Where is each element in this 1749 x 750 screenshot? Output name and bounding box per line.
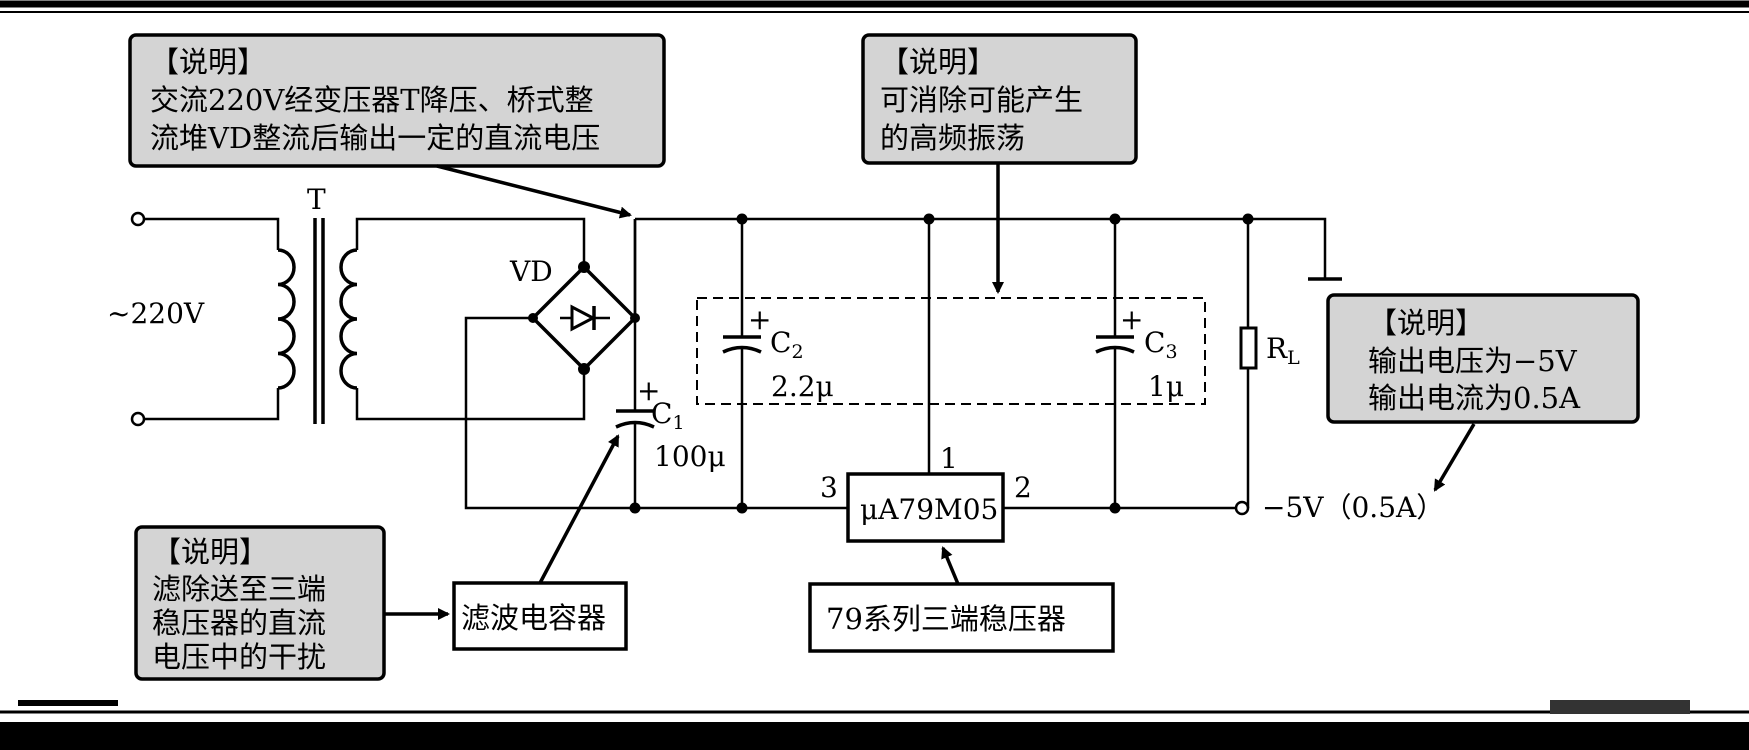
annotation-arrows xyxy=(384,163,1476,620)
arrow-filter-capacitor xyxy=(538,434,620,584)
regulator-ic: μA79M05 1 2 3 xyxy=(820,219,1032,543)
c1-plus: + xyxy=(637,374,660,407)
resistor-rl: RL xyxy=(1239,219,1300,508)
regulator-series-box: 79系列三端稳压器 xyxy=(808,582,1115,653)
transformer-label: T xyxy=(307,183,326,216)
bridge-label: VD xyxy=(509,255,553,288)
note-hf-line-1: 可消除可能产生 xyxy=(880,83,1083,117)
bridge-rectifier: VD xyxy=(509,255,640,375)
pin-2-label: 2 xyxy=(1014,471,1032,504)
secondary-coil xyxy=(339,248,358,390)
primary-coil xyxy=(277,248,296,390)
input-voltage-label: ~220V xyxy=(107,297,205,330)
capacitor-c3: + C3 1μ xyxy=(1095,219,1184,508)
arrow-output-note xyxy=(1433,423,1476,492)
hf-dashed-region xyxy=(696,297,1206,405)
note-filter-line-1: 滤除送至三端 xyxy=(152,572,326,606)
filter-capacitor-box: 滤波电容器 xyxy=(452,581,628,651)
note-output-title: 【说明】 xyxy=(1368,306,1484,340)
c3-name: C3 xyxy=(1144,326,1178,363)
regulator-label: μA79M05 xyxy=(860,493,998,526)
output-label: −5V（0.5A） xyxy=(1262,491,1444,524)
note-high-frequency: 【说明】 可消除可能产生 的高频振荡 xyxy=(861,33,1138,165)
output-terminal xyxy=(1234,500,1250,516)
note-hf-line-2: 的高频振荡 xyxy=(880,121,1025,155)
note-hf-title: 【说明】 xyxy=(880,45,996,79)
c1-name: C1 xyxy=(651,397,685,434)
note-output: 【说明】 输出电压为−5V 输出电流为0.5A xyxy=(1326,293,1640,424)
c2-plus: + xyxy=(748,303,771,336)
capacitor-c1: + C1 100μ xyxy=(615,219,726,508)
note-filter-title: 【说明】 xyxy=(152,535,268,569)
note-transformer-line-1: 交流220V经变压器T降压、桥式整 xyxy=(150,83,594,117)
note-output-line-2: 输出电流为0.5A xyxy=(1368,381,1581,415)
c1-value: 100μ xyxy=(654,440,726,473)
note-output-line-1: 输出电压为−5V xyxy=(1368,344,1578,378)
input-section: ~220V T xyxy=(107,183,586,427)
note-transformer-title: 【说明】 xyxy=(150,45,266,79)
arrow-regulator-series xyxy=(941,546,960,585)
arrow-transformer-note xyxy=(436,164,632,219)
c2-value: 2.2μ xyxy=(771,370,834,403)
capacitor-c2: + C2 2.2μ xyxy=(722,219,834,508)
input-terminal-top xyxy=(130,211,146,227)
note-filter-line-2: 稳压器的直流 xyxy=(152,606,326,640)
pin-3-label: 3 xyxy=(820,471,838,504)
note-filter-line-3: 电压中的干扰 xyxy=(152,640,326,674)
c3-plus: + xyxy=(1120,303,1143,336)
note-transformer: 【说明】 交流220V经变压器T降压、桥式整 流堆VD整流后输出一定的直流电压 xyxy=(128,33,666,168)
c3-value: 1μ xyxy=(1148,370,1184,403)
rl-name: RL xyxy=(1266,332,1300,369)
filter-capacitor-label: 滤波电容器 xyxy=(461,601,606,635)
regulator-series-label: 79系列三端稳压器 xyxy=(826,602,1066,636)
c2-name: C2 xyxy=(770,326,804,363)
input-terminal-bottom xyxy=(130,411,146,427)
pin-1-label: 1 xyxy=(940,442,958,475)
note-transformer-line-2: 流堆VD整流后输出一定的直流电压 xyxy=(150,121,600,155)
note-filter: 【说明】 滤除送至三端 稳压器的直流 电压中的干扰 xyxy=(134,525,386,681)
